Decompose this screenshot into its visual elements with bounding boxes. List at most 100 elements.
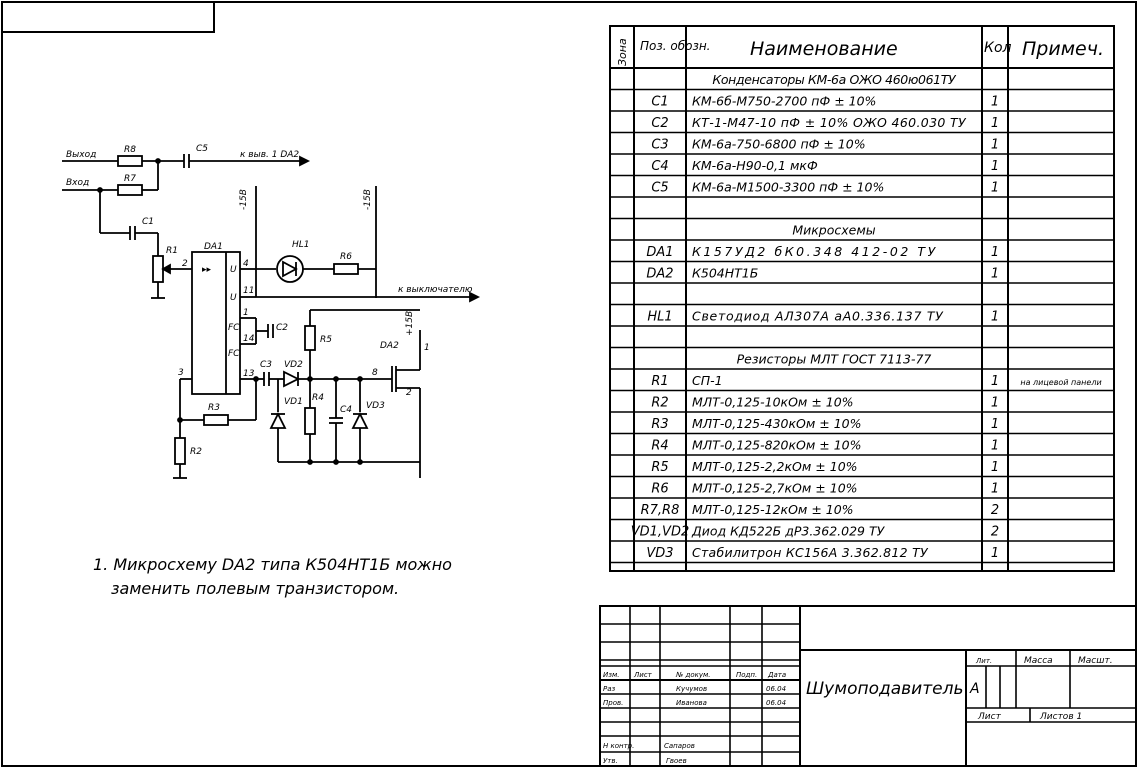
tb-mass: Масса xyxy=(1024,656,1053,666)
label-plus15: +15В xyxy=(405,311,415,336)
pin-3: 3 xyxy=(178,368,184,378)
resistor-r7 xyxy=(117,184,143,196)
pin-fc2: FC xyxy=(228,349,240,359)
bom-cell-qty: 1 xyxy=(991,417,999,432)
bom-cell-name: КМ-6а-М1500-3300 пФ ± 10% xyxy=(692,179,884,194)
bom-cell-qty: 1 xyxy=(991,374,999,389)
ref-da2: DA2 xyxy=(380,341,399,351)
bom-cell-pos: R4 xyxy=(651,438,668,453)
bom-cell-qty: 2 xyxy=(991,524,999,539)
label-output: Выход xyxy=(66,150,96,160)
bom-cell-pos: C4 xyxy=(651,159,668,174)
bom-cell-name: Конденсаторы КМ-6а ОЖО 460ю061ТУ xyxy=(712,72,957,87)
pin-11: 11 xyxy=(243,286,254,296)
pin-4: 4 xyxy=(243,259,249,269)
ref-da1: DA1 xyxy=(204,242,223,252)
tb-row-nkontr: Н контр. xyxy=(603,742,634,750)
bom-cell-pos: VD3 xyxy=(646,546,673,561)
drawing-note: 1. Микросхему DA2 типа К504НТ1Б можно за… xyxy=(93,553,452,601)
tb-col-doc: № докум. xyxy=(675,671,711,679)
ref-r3: R3 xyxy=(208,403,220,413)
tb-scale: Масшт. xyxy=(1078,656,1113,666)
bom-cell-name: МЛТ-0,125-820кОм ± 10% xyxy=(692,437,862,452)
bom-cell-qty: 1 xyxy=(991,460,999,475)
bom-cell-qty: 1 xyxy=(991,159,999,174)
bom-cell-pos: R2 xyxy=(651,395,668,410)
chip-mark: ▸▸ xyxy=(202,265,212,275)
ref-r4: R4 xyxy=(312,393,324,403)
bom-cell-name: МЛТ-0,125-2,7кОм ± 10% xyxy=(692,480,858,495)
bom-cell-qty: 1 xyxy=(991,245,999,260)
ref-r7: R7 xyxy=(124,174,136,184)
bom-cell-name: КМ-6а-Н90-0,1 мкФ xyxy=(692,158,818,173)
tb-nkontr-name: Сапаров xyxy=(664,742,695,750)
tb-row-razr: Раз xyxy=(603,685,616,693)
resistor-r6 xyxy=(333,263,359,275)
bom-cell-pos: R7,R8 xyxy=(641,503,680,518)
bom-header-pos: Поз. обозн. xyxy=(640,39,711,53)
note-line-2: заменить полевым транзистором. xyxy=(111,579,400,598)
title-block-text: Изм. Лист № докум. Подп. Дата Раз Кучумо… xyxy=(603,656,1113,765)
tb-prov-name: Иванова xyxy=(676,699,707,707)
pin-2b: 2 xyxy=(406,388,412,398)
ref-r5: R5 xyxy=(320,335,332,345)
ref-r6: R6 xyxy=(340,252,352,262)
bom-cell-qty: 1 xyxy=(991,94,999,109)
note-line-1: 1. Микросхему DA2 типа К504НТ1Б можно xyxy=(93,555,452,574)
pin-1: 1 xyxy=(243,308,249,318)
bom-cell-pos: R6 xyxy=(651,481,668,496)
bom-cell-name: МЛТ-0,125-2,2кОм ± 10% xyxy=(692,459,858,474)
pin-2: 2 xyxy=(182,259,188,269)
bom-cell-name: Светодиод АЛ307А аА0.336.137 ТУ xyxy=(692,308,944,323)
tb-prov-date: 06.04 xyxy=(766,699,786,707)
bom-cell-name: МЛТ-0,125-12кОм ± 10% xyxy=(692,502,854,517)
resistor-r4 xyxy=(304,407,316,435)
bom-cell-name: СП-1 xyxy=(692,373,723,388)
pin-1b: 1 xyxy=(424,343,430,353)
tb-title: Шумоподавитель xyxy=(806,679,963,699)
tb-col-izm: Изм. xyxy=(603,671,619,679)
tb-utv-name: Гвоев xyxy=(666,757,687,765)
bom-cell-pos: C3 xyxy=(651,137,668,152)
bom-table xyxy=(609,25,1115,572)
bom-cell-name: КТ-1-М47-10 пФ ± 10% ОЖО 460.030 ТУ xyxy=(692,115,967,130)
tb-razr-name: Кучумов xyxy=(676,685,707,693)
bom-cell-name: Микросхемы xyxy=(792,222,875,237)
bom-cell-qty: 2 xyxy=(991,503,999,518)
bom-cell-qty: 1 xyxy=(991,546,999,561)
pin-fc1: FC xyxy=(228,323,240,333)
bom-cell-qty: 1 xyxy=(991,481,999,496)
label-to-pin1-da2: к выв. 1 DA2 xyxy=(240,150,299,160)
schematic-labels: Выход Вход к выв. 1 DA2 к выключателю -1… xyxy=(66,144,473,457)
bom-header-qty: Кол xyxy=(984,40,1012,56)
bom-cell-name: Диод КД522Б дР3.362.029 ТУ xyxy=(691,523,886,538)
bom-cell-name: КМ-6а-750-6800 пФ ± 10% xyxy=(692,136,866,151)
resistor-r8 xyxy=(117,155,143,167)
ref-vd1: VD1 xyxy=(284,397,303,407)
diode-vd3 xyxy=(351,411,369,429)
tb-letter: А xyxy=(969,681,980,697)
bom-cell-name: Стабилитрон КС156А 3.362.812 ТУ xyxy=(692,545,929,560)
ref-c1: C1 xyxy=(142,217,154,227)
bom-cell-pos: R1 xyxy=(651,374,668,389)
label-to-switch: к выключателю xyxy=(398,285,473,295)
ref-vd3: VD3 xyxy=(366,401,385,411)
ref-r2: R2 xyxy=(190,447,202,457)
bom-cell-pos: C5 xyxy=(651,180,668,195)
tb-row-prov: Пров. xyxy=(603,699,623,707)
bom-headers: Зона Поз. обозн. Наименование Кол Примеч… xyxy=(616,38,1104,66)
led-hl1 xyxy=(276,255,304,283)
bom-cell-pos: HL1 xyxy=(647,309,672,324)
bom-cell-pos: DA1 xyxy=(646,245,673,260)
pin-u1: U xyxy=(230,265,237,275)
ref-c5: C5 xyxy=(196,144,208,154)
bom-header-name: Наименование xyxy=(750,38,898,60)
bom-cell-qty: 1 xyxy=(991,266,999,281)
bom-header-zone: Зона xyxy=(616,38,629,66)
tb-sheets: Листов 1 xyxy=(1039,712,1082,722)
ref-hl1: HL1 xyxy=(292,240,310,250)
pin-u2: U xyxy=(230,293,237,303)
bom-cell-name: К504НТ1Б xyxy=(692,265,758,280)
ref-vd2: VD2 xyxy=(284,360,303,370)
tb-razr-date: 06.04 xyxy=(766,685,786,693)
